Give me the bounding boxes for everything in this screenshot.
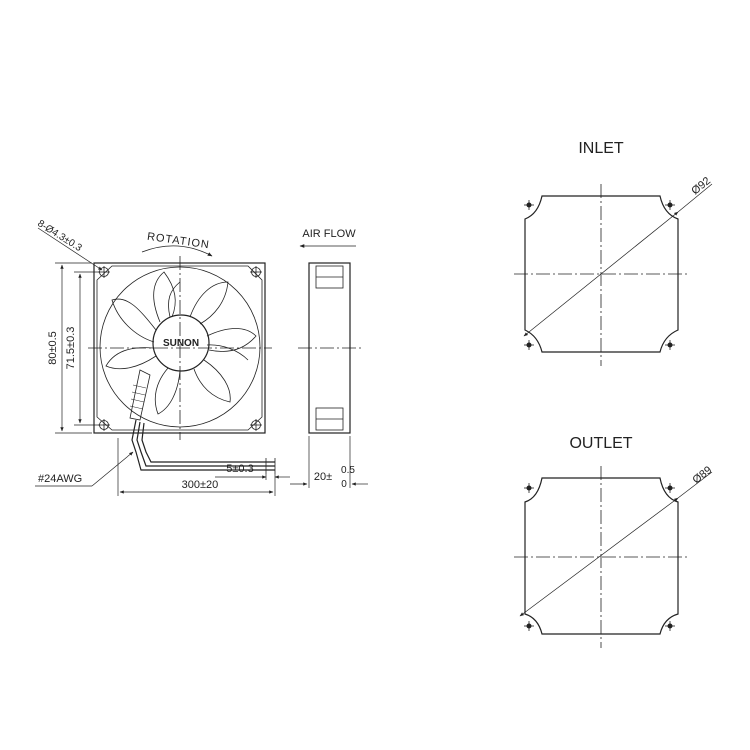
hub-circle <box>152 314 210 372</box>
inlet-diameter-line <box>523 211 679 337</box>
inlet-mounting-holes <box>524 200 675 350</box>
outlet-outline <box>524 477 679 635</box>
inlet-view: INLET Ø92 <box>514 140 713 366</box>
wire-strut <box>129 369 151 421</box>
outlet-title: OUTLET <box>569 435 632 452</box>
fan-frame-inner <box>96 265 263 431</box>
thickness-lower-tol: 0 <box>341 479 347 490</box>
brand-label: SUNON <box>163 338 199 349</box>
lead-wires <box>131 419 276 474</box>
side-view: AIR FLOW 20± 0.5 0 <box>290 228 368 490</box>
airflow-label: AIR FLOW <box>302 228 356 240</box>
height-dim: 80±0.5 <box>47 331 59 365</box>
thickness-dim: 20± <box>314 471 332 483</box>
front-view: SUNON ROTATION 8-Ø4.3±0.3 80±0.5 71.5±0.… <box>35 218 290 496</box>
inlet-title: INLET <box>578 140 624 157</box>
inlet-diameter: Ø92 <box>689 175 713 197</box>
strip-dim: 5±0.3 <box>226 463 253 475</box>
outlet-diameter-line <box>519 497 679 617</box>
outlet-view: OUTLET Ø89 <box>514 435 714 648</box>
wire-gauge: #24AWG <box>38 473 82 485</box>
rotation-arrow <box>141 245 213 257</box>
outlet-mounting-holes <box>524 483 675 631</box>
hole-spacing-dim: 71.5±0.3 <box>65 327 77 370</box>
lead-length-dim: 300±20 <box>182 479 219 491</box>
awg-leader <box>91 451 134 487</box>
thickness-upper-tol: 0.5 <box>341 465 355 476</box>
rotation-label: ROTATION <box>146 231 210 252</box>
outlet-diameter: Ø89 <box>690 464 714 486</box>
hole-callout: 8-Ø4.3±0.3 <box>35 218 84 254</box>
